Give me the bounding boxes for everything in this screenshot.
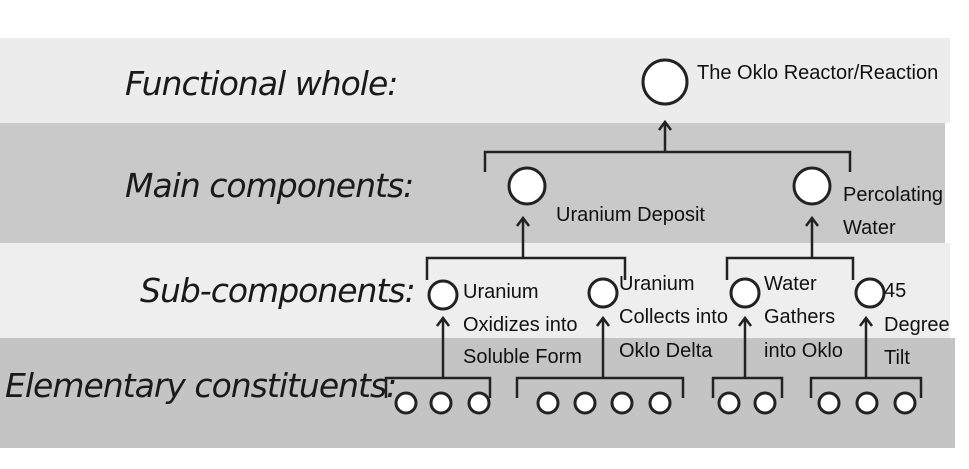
sub-label: into Oklo (764, 340, 843, 362)
constituent-node (610, 391, 634, 415)
whole-node (641, 58, 689, 106)
main-node-uranium-deposit (507, 166, 547, 206)
constituent-node (573, 391, 597, 415)
sub-label: Water (764, 273, 817, 295)
sub-label: Degree (884, 314, 950, 336)
constituent-node (717, 391, 741, 415)
background-bands (0, 38, 955, 448)
sub-node (729, 277, 761, 309)
connectors (384, 119, 923, 398)
level-label-sub-components: Sub-components: (140, 271, 415, 310)
main-label-uranium-deposit: Uranium Deposit (556, 204, 705, 226)
sub-label: 45 (884, 280, 906, 302)
constituent-node (536, 391, 560, 415)
constituent-node (893, 391, 917, 415)
sub-label: Oxidizes into (463, 314, 578, 336)
constituent-node (855, 391, 879, 415)
sub-label: Gathers (764, 306, 835, 328)
sub-label: Uranium (463, 281, 539, 303)
constituent-node (753, 391, 777, 415)
level-label-main-components: Main components: (125, 166, 413, 205)
sub-node (587, 277, 619, 309)
sub-label: Tilt (884, 347, 910, 369)
elementary-constituents (394, 391, 917, 415)
constituent-node (467, 391, 491, 415)
main-label-percolating-water: Percolating (843, 184, 943, 206)
sub-label: Soluble Form (463, 346, 582, 368)
sub-node (427, 279, 459, 311)
constituent-node (648, 391, 672, 415)
sub-label: Collects into (619, 306, 728, 328)
constituent-node (817, 391, 841, 415)
main-node-percolating-water (792, 166, 832, 206)
level-label-functional-whole: Functional whole: (125, 64, 397, 103)
constituent-node (394, 391, 418, 415)
whole-label: The Oklo Reactor/Reaction (697, 62, 938, 84)
sub-label: Oklo Delta (619, 340, 713, 362)
sub-label: Uranium (619, 273, 695, 295)
main-label-percolating-water: Water (843, 217, 896, 239)
constituent-node (429, 391, 453, 415)
level-label-elementary-constituents: Elementary constituents: (5, 366, 396, 405)
sub-node (854, 277, 886, 309)
